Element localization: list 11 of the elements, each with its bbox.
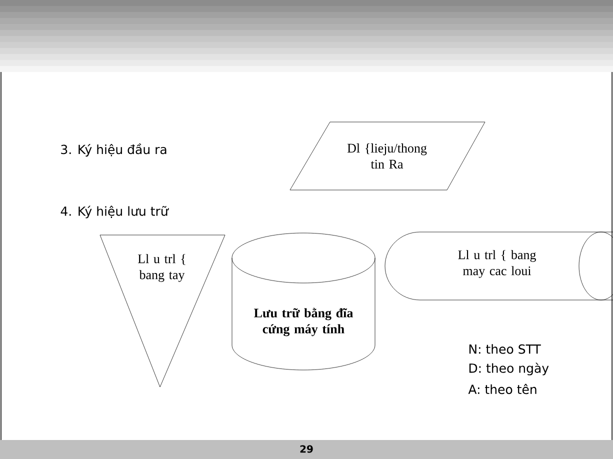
disk-cylinder: Lưu trữ bằng đĩa cứng máy tính [232,232,376,370]
heading: 3. Ký hiệu đầu ra [61,143,166,157]
node-label: Ll u trl { bang may cac loui [458,250,536,278]
node-label: Lưu trữ bằng đĩa cứng máy tính [254,308,353,336]
output-parallelogram: Dl {lieju/thong tin Ra [290,122,486,190]
note: N: theo STT [469,344,541,354]
note: D: theo ngày [469,362,549,376]
page-number: 29 [300,445,313,453]
manual-storage-triangle: Ll u trl { bang tay [100,234,226,388]
note: A: theo tên [468,384,536,394]
heading: 4. Ký hiệu lưu trữ [60,206,169,218]
